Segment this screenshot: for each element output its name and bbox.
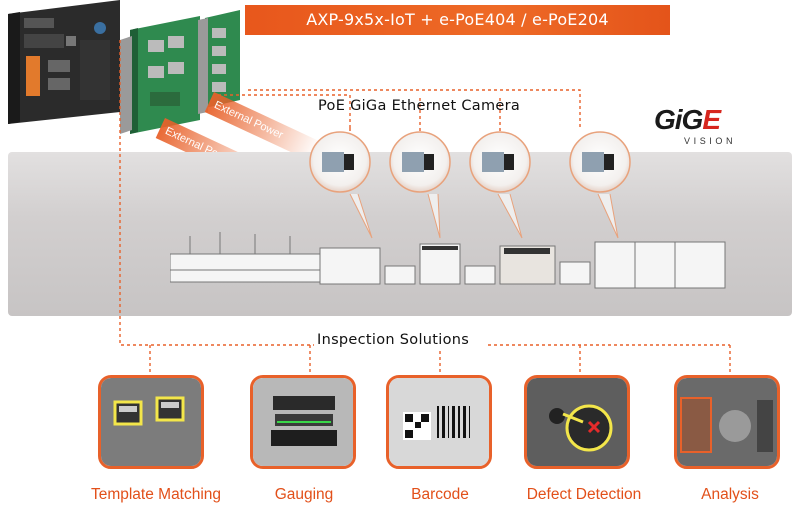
inspection-label-gauging: Gauging	[274, 486, 334, 503]
production-machines	[170, 232, 726, 289]
inspection-label-analysis: Analysis	[701, 486, 759, 503]
gige-logo-text: GiGE	[654, 104, 721, 135]
camera-4-icon	[569, 131, 631, 239]
camera-2-icon	[389, 131, 451, 239]
camera-section-title: PoE GiGa Ethernet Camera	[318, 98, 521, 114]
controller-hardware	[8, 0, 240, 134]
gauging-image	[250, 375, 356, 469]
analysis-image	[674, 375, 780, 469]
inspection-label-barcode: Barcode	[411, 486, 469, 503]
inspection-label-defect-detection: Defect Detection	[526, 486, 642, 503]
defect-detection-image	[524, 375, 630, 469]
inspection-section-title: Inspection Solutions	[314, 332, 473, 348]
camera-1-icon	[309, 131, 373, 239]
barcode-image	[386, 375, 492, 469]
camera-bubbles	[309, 131, 631, 239]
camera-3-icon	[469, 131, 531, 239]
template-matching-image	[98, 375, 204, 469]
vision-logo-text: VISION	[684, 136, 737, 146]
inspection-label-template-matching: Template Matching	[90, 486, 222, 503]
gige-vision-logo: GiGE	[654, 104, 721, 136]
product-banner: AXP-9x5x-IoT + e-PoE404 / e-PoE204	[245, 5, 670, 35]
